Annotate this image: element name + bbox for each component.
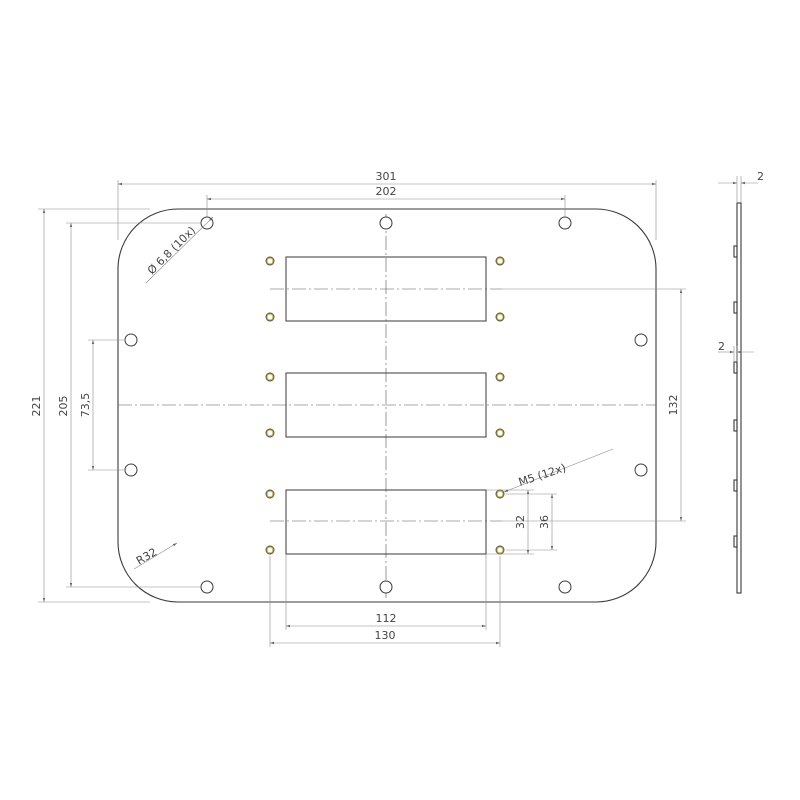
threaded-hole xyxy=(495,545,505,555)
radius-callout: R32 xyxy=(133,542,178,570)
dimension-overall-width: 301 xyxy=(117,170,657,240)
dimension-cutout-hole-pitch: 36 xyxy=(506,493,557,551)
dimension-label: 205 xyxy=(57,396,70,417)
dimension-cutout-hole-span: 130 xyxy=(269,556,501,647)
dimension-label: 112 xyxy=(376,612,397,625)
dimension-label: 2 xyxy=(718,340,725,353)
hole-callout: Ø 6,8 (10x) xyxy=(145,216,214,284)
dimension-hole-span-top: 202 xyxy=(206,185,566,217)
side-view-boss xyxy=(733,361,738,374)
threaded-hole xyxy=(495,428,505,438)
threaded-hole xyxy=(265,545,275,555)
threaded-hole xyxy=(495,312,505,322)
threaded-hole xyxy=(265,312,275,322)
dimension-cutout-height: 32 xyxy=(486,489,534,555)
side-view-boss xyxy=(733,419,738,432)
dimension-label: 221 xyxy=(30,396,43,417)
mounting-hole xyxy=(558,580,572,594)
threaded-hole xyxy=(265,372,275,382)
mounting-hole xyxy=(200,580,214,594)
plate-outline xyxy=(117,208,657,603)
radius-callout-label: R32 xyxy=(134,546,159,568)
dimension-label: 301 xyxy=(376,170,397,183)
threaded-hole xyxy=(265,489,275,499)
threaded-hole xyxy=(265,428,275,438)
mounting-hole xyxy=(379,216,393,230)
mounting-hole xyxy=(558,216,572,230)
dimension-thickness-top: 2 xyxy=(718,170,764,203)
dimension-right-height: 132 xyxy=(502,288,686,522)
dimension-label: 202 xyxy=(376,185,397,198)
mounting-hole xyxy=(124,333,138,347)
dimension-label: 2 xyxy=(757,170,764,183)
dimension-cutout-width: 112 xyxy=(285,554,487,630)
dimension-thickness-mid: 2 xyxy=(718,340,754,362)
dimension-label: 73,5 xyxy=(79,393,92,418)
thread-callout: M5 (12x) xyxy=(503,448,614,493)
threaded-holes xyxy=(265,256,505,555)
cutout-bottom xyxy=(285,489,487,555)
mounting-hole xyxy=(124,463,138,477)
mounting-hole xyxy=(379,580,393,594)
side-view-boss xyxy=(733,535,738,548)
dimension-overall-height: 221 xyxy=(30,208,150,603)
dimension-label: 132 xyxy=(667,395,680,416)
mounting-hole xyxy=(634,463,648,477)
cutout-middle xyxy=(285,372,487,438)
dimension-label: 32 xyxy=(514,515,527,529)
threaded-hole xyxy=(265,256,275,266)
hole-callout-label: Ø 6,8 (10x) xyxy=(145,224,198,277)
mounting-hole xyxy=(634,333,648,347)
side-view-plate xyxy=(736,202,742,594)
side-view-boss xyxy=(733,245,738,258)
thread-callout-label: M5 (12x) xyxy=(517,461,568,489)
dimension-hole-height: 205 xyxy=(57,222,201,588)
dimension-label: 130 xyxy=(375,629,396,642)
threaded-hole xyxy=(495,256,505,266)
cutout-top xyxy=(285,256,487,322)
side-view xyxy=(733,202,742,594)
mounting-holes xyxy=(124,216,648,594)
dimension-label: 36 xyxy=(538,515,551,529)
side-view-boss xyxy=(733,479,738,492)
threaded-hole xyxy=(495,489,505,499)
threaded-hole xyxy=(495,372,505,382)
side-view-boss xyxy=(733,301,738,314)
dimension-side-hole-height: 73,5 xyxy=(79,339,125,471)
